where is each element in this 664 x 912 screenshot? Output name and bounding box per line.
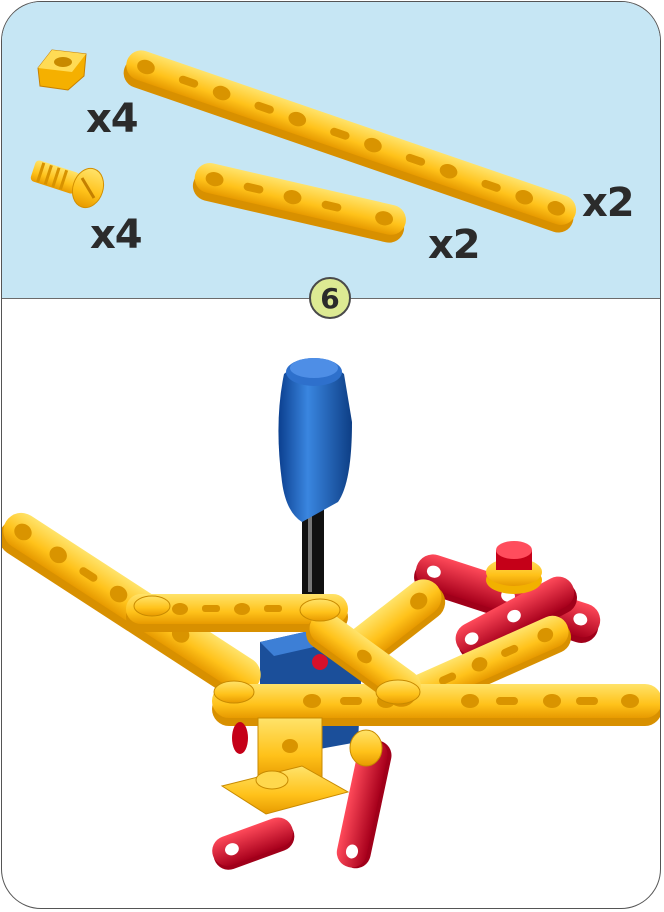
nut-quantity: x4 [86,96,139,142]
fastener-heads [133,595,421,705]
long-strip-icon [123,50,577,233]
red-lower-pieces [212,722,392,870]
screw-quantity: x4 [90,212,143,258]
top-bar [126,594,348,632]
short-strip-icon [192,163,406,243]
screwdriver-icon [278,358,352,596]
long-strip-quantity: x2 [582,180,635,226]
lower-frame [220,717,350,815]
step-number-badge: 6 [309,277,351,319]
square-nut-icon [37,49,87,91]
short-strip-quantity: x2 [428,222,481,268]
front-wing [212,684,660,726]
screw-icon [30,160,105,209]
